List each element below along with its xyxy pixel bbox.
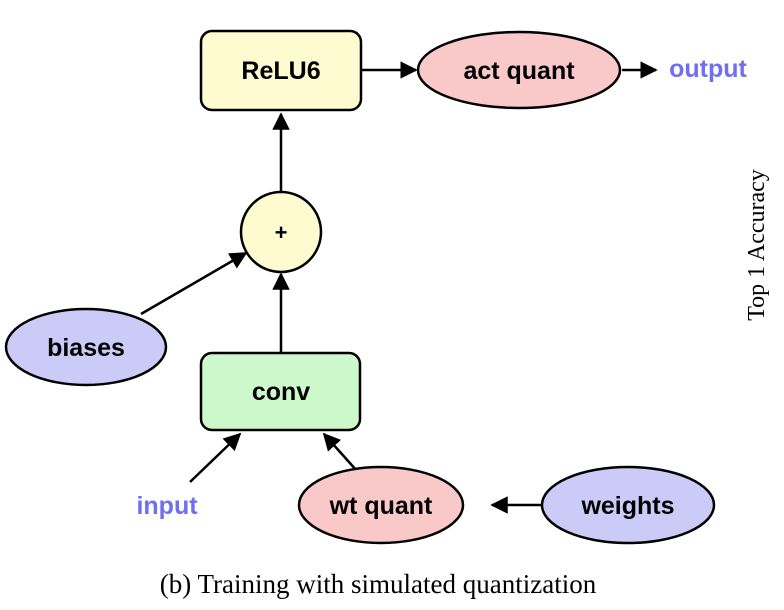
plus-label: +: [275, 220, 288, 245]
edges: [140, 61, 658, 514]
act-quant-label: act quant: [463, 57, 575, 85]
conv-label: conv: [252, 378, 310, 406]
edge-wtquant-to-conv: [322, 432, 358, 472]
biases-label: biases: [47, 334, 125, 362]
edge-biases-to-plus: [140, 251, 248, 316]
wt-quant-node: wt quant: [297, 465, 465, 545]
plus-node: +: [239, 190, 323, 274]
act-quant-node: act quant: [416, 30, 622, 110]
weights-node: weights: [540, 465, 716, 545]
edge-input-to-conv: [189, 432, 242, 483]
figure-caption: (b) Training with simulated quantization: [160, 569, 597, 599]
wt-quant-label: wt quant: [329, 492, 433, 520]
relu6-label: ReLU6: [241, 57, 320, 85]
output-label: output: [669, 55, 747, 83]
input-label: input: [136, 492, 198, 520]
biases-node: biases: [4, 307, 168, 387]
relu6-node: ReLU6: [199, 29, 363, 112]
conv-node: conv: [199, 351, 362, 432]
side-axis-label: Top 1 Accuracy: [744, 169, 770, 321]
weights-label: weights: [580, 492, 674, 520]
